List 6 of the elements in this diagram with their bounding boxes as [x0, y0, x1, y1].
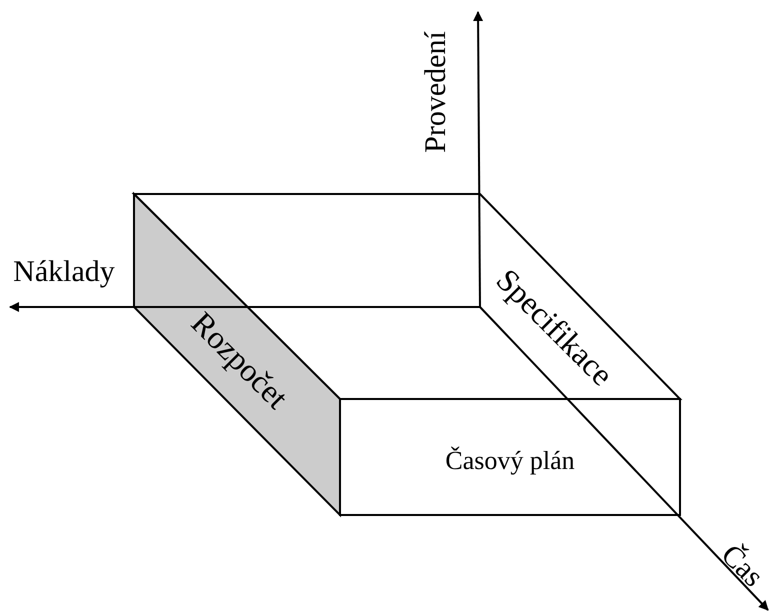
box-front-face	[340, 399, 680, 515]
face-label: Časový plán	[445, 448, 575, 474]
axis-label: Čas	[715, 539, 769, 593]
axis-label: Provedení	[421, 31, 451, 153]
axis-label: Náklady	[13, 257, 115, 287]
box-side-face	[134, 194, 340, 515]
